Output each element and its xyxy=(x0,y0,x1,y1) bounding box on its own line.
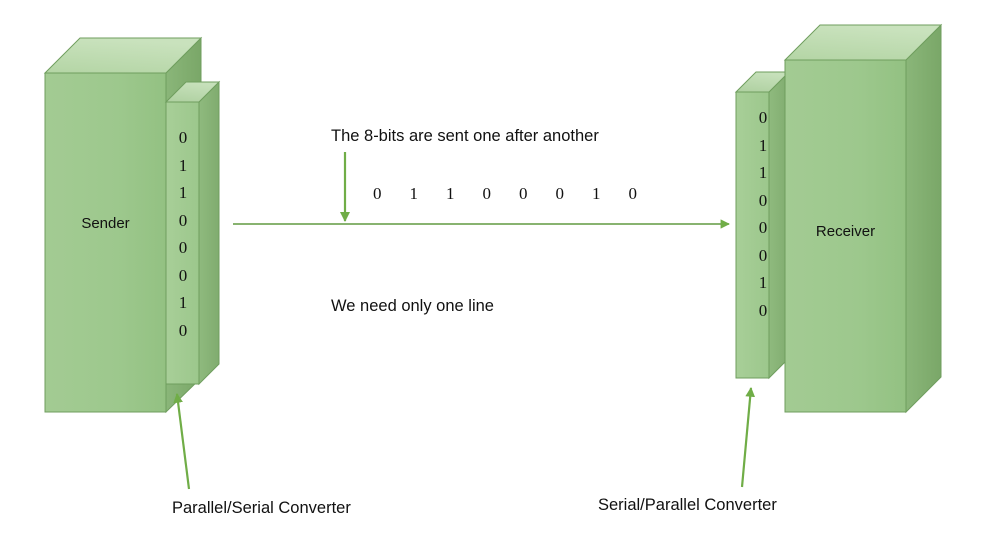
sender-converter-callout-arrow xyxy=(173,393,191,490)
receiver-converter-callout-arrow xyxy=(740,387,756,488)
receiver-converter-caption: Serial/Parallel Converter xyxy=(598,496,777,514)
sender-bit-7: 0 xyxy=(178,320,188,340)
sender-converter-front-face xyxy=(165,101,200,385)
sender-converter-bit-column: 0 1 1 0 0 0 1 0 xyxy=(172,124,194,344)
receiver-bit-2: 1 xyxy=(758,163,768,182)
sender-bit-0: 0 xyxy=(178,128,188,147)
sender-bit-1: 1 xyxy=(178,155,188,175)
receiver-label: Receiver xyxy=(815,223,876,240)
receiver-converter-bit-column: 0 1 1 0 0 0 1 0 xyxy=(752,104,774,324)
receiver-bit-1: 1 xyxy=(758,135,768,155)
channel-top-annotation: The 8-bits are sent one after another xyxy=(331,127,599,145)
receiver-box xyxy=(783,23,943,414)
sender-label: Sender xyxy=(81,215,130,232)
sender-bit-4: 0 xyxy=(178,238,188,257)
sender-converter-caption: Parallel/Serial Converter xyxy=(172,499,351,517)
sender-bit-5: 0 xyxy=(178,265,188,285)
receiver-bit-5: 0 xyxy=(758,245,768,265)
sender-bit-6: 1 xyxy=(178,293,188,312)
channel-bottom-annotation: We need only one line xyxy=(331,297,494,315)
receiver-bit-7: 0 xyxy=(758,300,768,320)
channel-bitstream: 0 1 1 0 0 0 1 0 xyxy=(373,184,644,203)
receiver-bit-0: 0 xyxy=(758,108,768,127)
sender-bit-2: 1 xyxy=(178,183,188,202)
sender-converter-box xyxy=(164,80,221,386)
sender-bit-3: 0 xyxy=(178,210,188,230)
sender-converter-side-face xyxy=(198,80,220,386)
receiver-bit-4: 0 xyxy=(758,218,768,237)
receiver-box-front-face xyxy=(784,59,907,413)
receiver-converter-front-face xyxy=(735,91,770,379)
receiver-bit-3: 0 xyxy=(758,190,768,210)
receiver-box-side-face xyxy=(905,23,942,414)
receiver-bit-6: 1 xyxy=(758,273,768,292)
sender-box-front-face xyxy=(44,72,167,413)
